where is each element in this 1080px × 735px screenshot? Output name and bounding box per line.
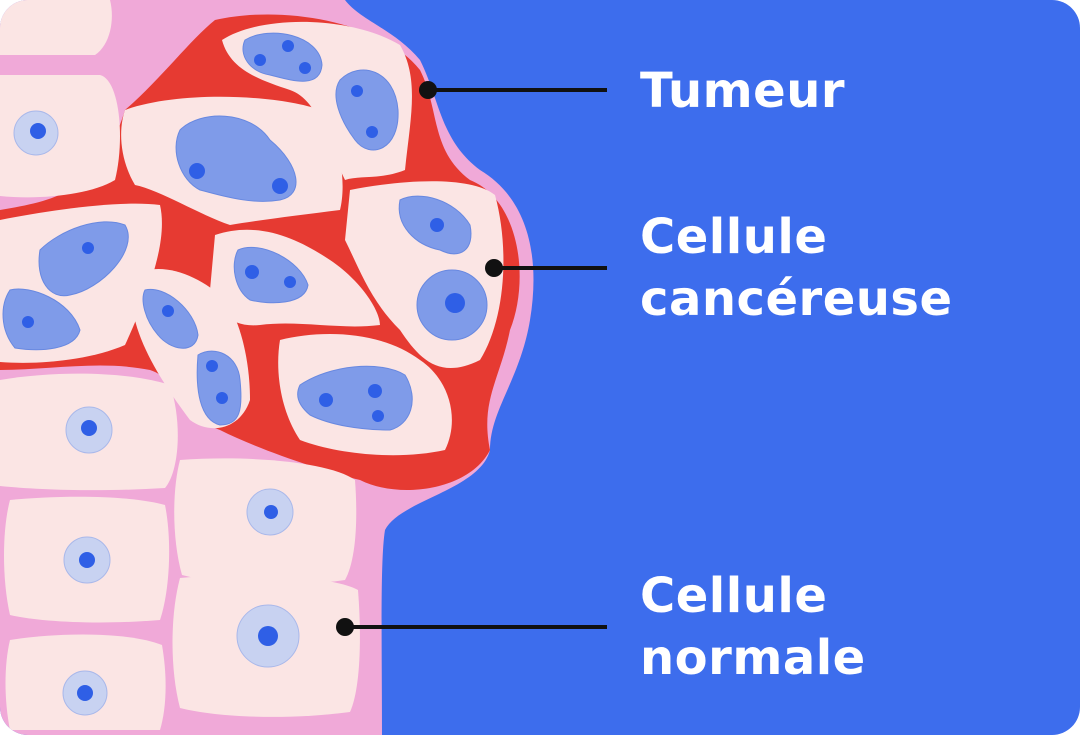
normal-cell-label-line1: Cellule xyxy=(640,568,828,624)
normal-cell-label-line2: normale xyxy=(640,630,866,686)
normal-cell-label: Cellule normale xyxy=(640,565,866,689)
normal-cell xyxy=(0,0,112,55)
cancer-cell-label: Cellule cancéreuse xyxy=(640,206,953,330)
cancer-cell-pointer-dot xyxy=(485,259,503,277)
tumor-pointer-dot xyxy=(419,81,437,99)
normal-cell xyxy=(0,75,120,198)
normal-cell-pointer-dot xyxy=(336,618,354,636)
cancer-cell-label-line2: cancéreuse xyxy=(640,271,953,327)
tumor-label-text: Tumeur xyxy=(640,63,846,119)
tumor-label: Tumeur xyxy=(640,60,845,122)
cancer-cell-label-line1: Cellule xyxy=(640,209,828,265)
